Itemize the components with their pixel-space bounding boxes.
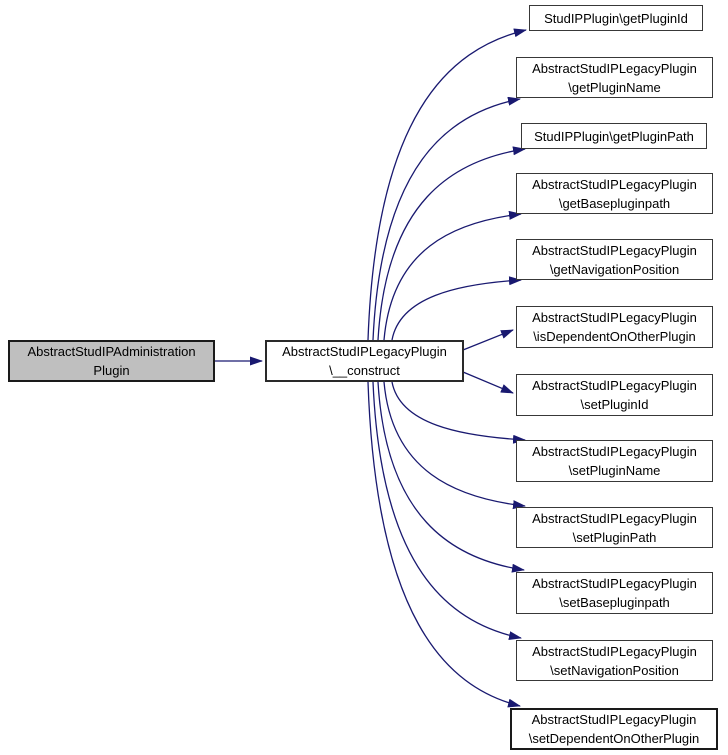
edge-construct-to-set-plugin-name <box>391 381 526 444</box>
node-label-line1: AbstractStudIPLegacyPlugin <box>532 310 697 325</box>
node-label-line1: StudIPPlugin\getPluginId <box>544 10 688 26</box>
node-label-line2: \__construct <box>329 363 400 378</box>
node-label-line1: AbstractStudIPLegacyPlugin <box>532 444 697 459</box>
edge-construct-to-get-basepluginpath <box>383 210 522 341</box>
edge-construct-to-set-plugin-path <box>383 381 526 510</box>
edge-construct-to-set-basepluginpath <box>377 381 525 573</box>
node-label-line1: AbstractStudIPLegacyPlugin <box>532 242 697 258</box>
edge-construct-to-set-navigation-position <box>372 381 522 641</box>
node-get-plugin-name[interactable]: AbstractStudIPLegacyPlugin \getPluginNam… <box>516 57 713 98</box>
node-label-line2: \setPluginId <box>580 397 649 412</box>
node-set-dependent-on-other-plugin[interactable]: AbstractStudIPLegacyPlugin \setDependent… <box>510 708 718 750</box>
node-label-line2: \getBasepluginpath <box>558 195 671 211</box>
node-label-line2: \setPluginPath <box>572 529 657 545</box>
node-set-basepluginpath[interactable]: AbstractStudIPLegacyPlugin \setBaseplugi… <box>516 572 713 614</box>
node-construct[interactable]: AbstractStudIPLegacyPlugin \__construct <box>265 340 464 382</box>
node-label-line2: \getPluginName <box>568 79 661 95</box>
node-is-dependent-on-other-plugin[interactable]: AbstractStudIPLegacyPlugin \isDependentO… <box>516 306 713 348</box>
node-label-line1: AbstractStudIPLegacyPlugin <box>531 712 697 727</box>
node-label-line1: AbstractStudIPLegacyPlugin <box>532 378 697 393</box>
node-label-line1: AbstractStudIPLegacyPlugin <box>532 576 697 591</box>
edge-construct-to-get-navigation-position <box>391 276 522 341</box>
edge-construct-to-get-plugin-name <box>372 96 521 341</box>
edge-construct-to-set-plugin-id <box>462 371 514 394</box>
node-set-plugin-id[interactable]: AbstractStudIPLegacyPlugin \setPluginId <box>516 374 713 416</box>
node-label-line1: AbstractStudIPLegacyPlugin <box>532 643 697 659</box>
edge-construct-to-set-dependent-on-other-plugin <box>367 381 521 708</box>
edge-construct-to-get-plugin-path <box>377 146 526 341</box>
node-get-plugin-id[interactable]: StudIPPlugin\getPluginId <box>529 5 703 31</box>
node-label-line1: AbstractStudIPLegacyPlugin <box>282 344 447 359</box>
edge-construct-to-is-dependent-on-other-plugin <box>462 329 514 351</box>
node-label-line1: StudIPPlugin\getPluginPath <box>534 128 694 144</box>
edge-construct-to-get-plugin-id <box>367 28 527 341</box>
node-set-plugin-name[interactable]: AbstractStudIPLegacyPlugin \setPluginNam… <box>516 440 713 482</box>
node-label-line2: \setPluginName <box>568 463 661 478</box>
node-label-line2: Plugin <box>93 363 130 378</box>
node-label-line2: \setNavigationPosition <box>550 662 679 678</box>
node-label-line2: \isDependentOnOtherPlugin <box>533 329 696 344</box>
node-label-line2: \getNavigationPosition <box>549 261 680 277</box>
node-get-navigation-position[interactable]: AbstractStudIPLegacyPlugin \getNavigatio… <box>516 239 713 280</box>
node-label-line1: AbstractStudIPLegacyPlugin <box>532 60 697 76</box>
node-label-line2: \setDependentOnOtherPlugin <box>528 731 700 746</box>
node-get-plugin-path[interactable]: StudIPPlugin\getPluginPath <box>521 123 707 149</box>
node-abstract-studip-administration-plugin[interactable]: AbstractStudIPAdministration Plugin <box>8 340 215 382</box>
node-label-line1: AbstractStudIPLegacyPlugin <box>532 176 697 192</box>
node-label-line1: AbstractStudIPLegacyPlugin <box>532 510 697 526</box>
node-set-navigation-position[interactable]: AbstractStudIPLegacyPlugin \setNavigatio… <box>516 640 713 681</box>
node-label-line2: \setBasepluginpath <box>559 595 670 610</box>
node-get-basepluginpath[interactable]: AbstractStudIPLegacyPlugin \getBaseplugi… <box>516 173 713 214</box>
node-set-plugin-path[interactable]: AbstractStudIPLegacyPlugin \setPluginPat… <box>516 507 713 548</box>
node-label-line1: AbstractStudIPAdministration <box>27 344 196 359</box>
